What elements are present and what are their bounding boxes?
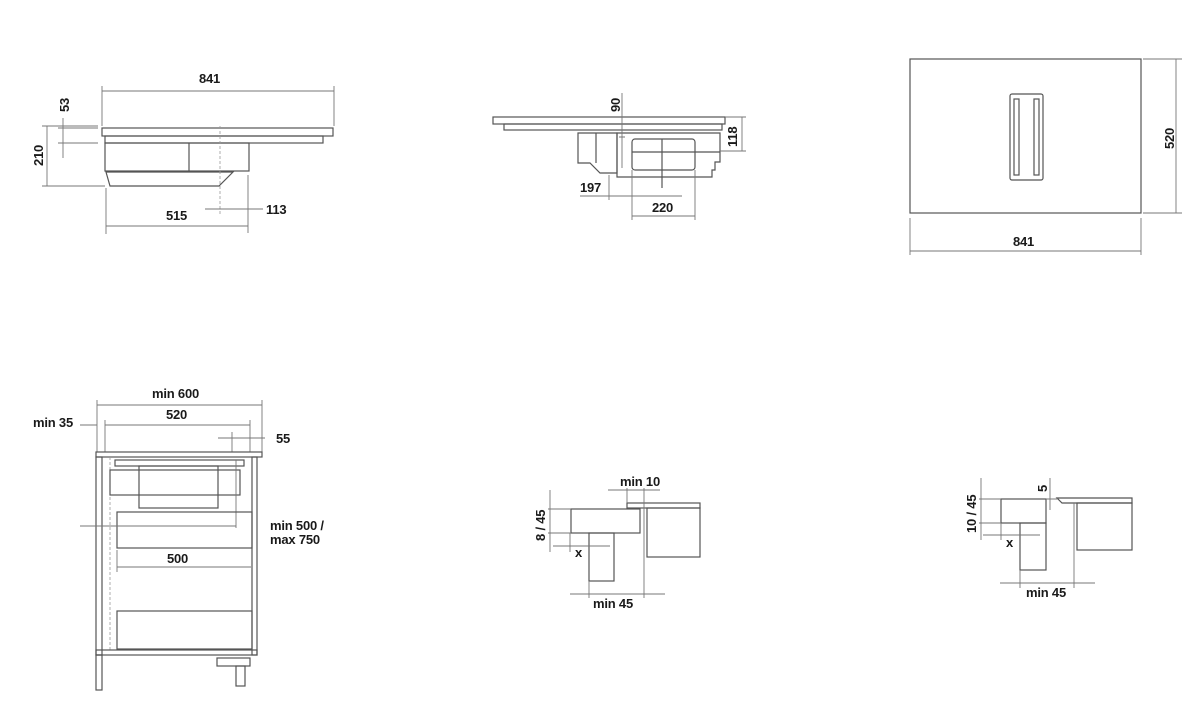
dim-841 xyxy=(101,86,335,126)
hob-frame xyxy=(104,135,324,144)
dim-min-45 xyxy=(570,581,665,598)
cabinet-side-right xyxy=(251,456,258,656)
dim-55 xyxy=(218,432,265,452)
glass-top xyxy=(492,116,726,125)
worktop xyxy=(570,508,641,534)
dim-label: 841 xyxy=(1013,234,1034,249)
dim-label: max 750 xyxy=(270,532,320,547)
dim-label: 8 / 45 xyxy=(533,510,548,541)
hob-body xyxy=(104,142,250,172)
hob-glass xyxy=(626,502,701,509)
hob-body xyxy=(1076,502,1133,551)
dim-515 xyxy=(105,188,248,234)
dim-label: x xyxy=(1006,535,1014,550)
adjustable-foot xyxy=(216,657,251,667)
dim-500 xyxy=(116,550,251,572)
dim-8-45 xyxy=(548,490,571,552)
front-view: 90 118 197 220 xyxy=(492,93,746,220)
hob-body xyxy=(646,507,701,558)
dim-label: min 10 xyxy=(620,474,660,489)
hob-glass xyxy=(1055,497,1133,504)
dim-min-45 xyxy=(1000,570,1095,588)
cabinet-base xyxy=(95,649,258,656)
dim-x xyxy=(553,533,610,552)
dim-841 xyxy=(909,218,1142,255)
cabinet-side-left xyxy=(95,456,103,656)
dim-210 xyxy=(42,125,105,187)
cabinet-leg xyxy=(95,654,103,691)
dim-220 xyxy=(631,170,696,220)
dim-label: 500 xyxy=(167,551,188,566)
dim-min-600 xyxy=(96,400,263,452)
extraction-vent xyxy=(1009,93,1044,181)
hob-frame xyxy=(503,123,723,131)
dim-label: 118 xyxy=(725,127,740,147)
fan-unit xyxy=(138,465,219,509)
dim-5 xyxy=(1046,478,1058,510)
dim-label: 10 / 45 xyxy=(964,495,979,533)
dim-label: min 35 xyxy=(33,415,73,430)
top-view: 520 841 xyxy=(909,58,1182,255)
dim-label: 520 xyxy=(1162,128,1177,149)
dim-label: 5 xyxy=(1035,485,1050,492)
dim-label: min 500 / xyxy=(270,518,324,533)
dim-label: x xyxy=(575,545,583,560)
dim-label: 210 xyxy=(31,145,46,166)
dim-label: 520 xyxy=(166,407,187,422)
dim-10-45 xyxy=(979,478,1001,540)
surface-mount-detail: 5 10 / 45 x min 45 xyxy=(964,478,1133,600)
cabinet-section: min 600 520 min 35 55 min 500 / max 750 … xyxy=(33,386,325,691)
dim-53 xyxy=(58,118,98,158)
dim-label: 113 xyxy=(266,202,286,217)
dim-label: 515 xyxy=(166,208,187,223)
dim-90 xyxy=(619,93,625,168)
dim-label: 841 xyxy=(199,71,220,86)
worktop xyxy=(1000,498,1047,524)
dim-197 xyxy=(580,175,682,200)
drawer-top xyxy=(116,511,253,549)
dim-label: 90 xyxy=(608,98,623,112)
cabinet-panel xyxy=(1019,522,1047,571)
dim-min-10 xyxy=(608,488,660,598)
adjustable-foot-stem xyxy=(235,665,246,687)
vent-slot xyxy=(1033,98,1040,176)
dim-label: 53 xyxy=(57,98,72,112)
dim-113 xyxy=(205,175,263,233)
dim-label: 197 xyxy=(580,180,601,195)
worktop xyxy=(95,451,263,458)
dim-label: min 45 xyxy=(593,596,633,611)
fan-motor xyxy=(631,138,696,171)
cabinet-panel xyxy=(588,532,615,582)
flush-mount-detail: min 10 8 / 45 x min 45 xyxy=(533,474,701,611)
hob-outline xyxy=(909,58,1142,214)
vent-slot xyxy=(1013,98,1020,176)
glass-top xyxy=(101,127,334,137)
dim-118 xyxy=(720,116,746,152)
hob-frame xyxy=(114,459,245,467)
dim-label: 55 xyxy=(276,431,290,446)
dim-label: min 600 xyxy=(152,386,199,401)
dim-x xyxy=(983,523,1040,540)
side-block xyxy=(577,132,618,174)
dim-label: min 45 xyxy=(1026,585,1066,600)
side-view: 841 53 210 113 515 xyxy=(31,71,335,234)
motor-tray xyxy=(105,171,235,187)
fan-housing xyxy=(616,132,721,178)
dim-520 xyxy=(80,420,251,452)
dim-520 xyxy=(1143,58,1182,214)
hob-body xyxy=(109,469,241,496)
dim-label: 220 xyxy=(652,200,673,215)
drawer-bottom xyxy=(116,610,253,650)
